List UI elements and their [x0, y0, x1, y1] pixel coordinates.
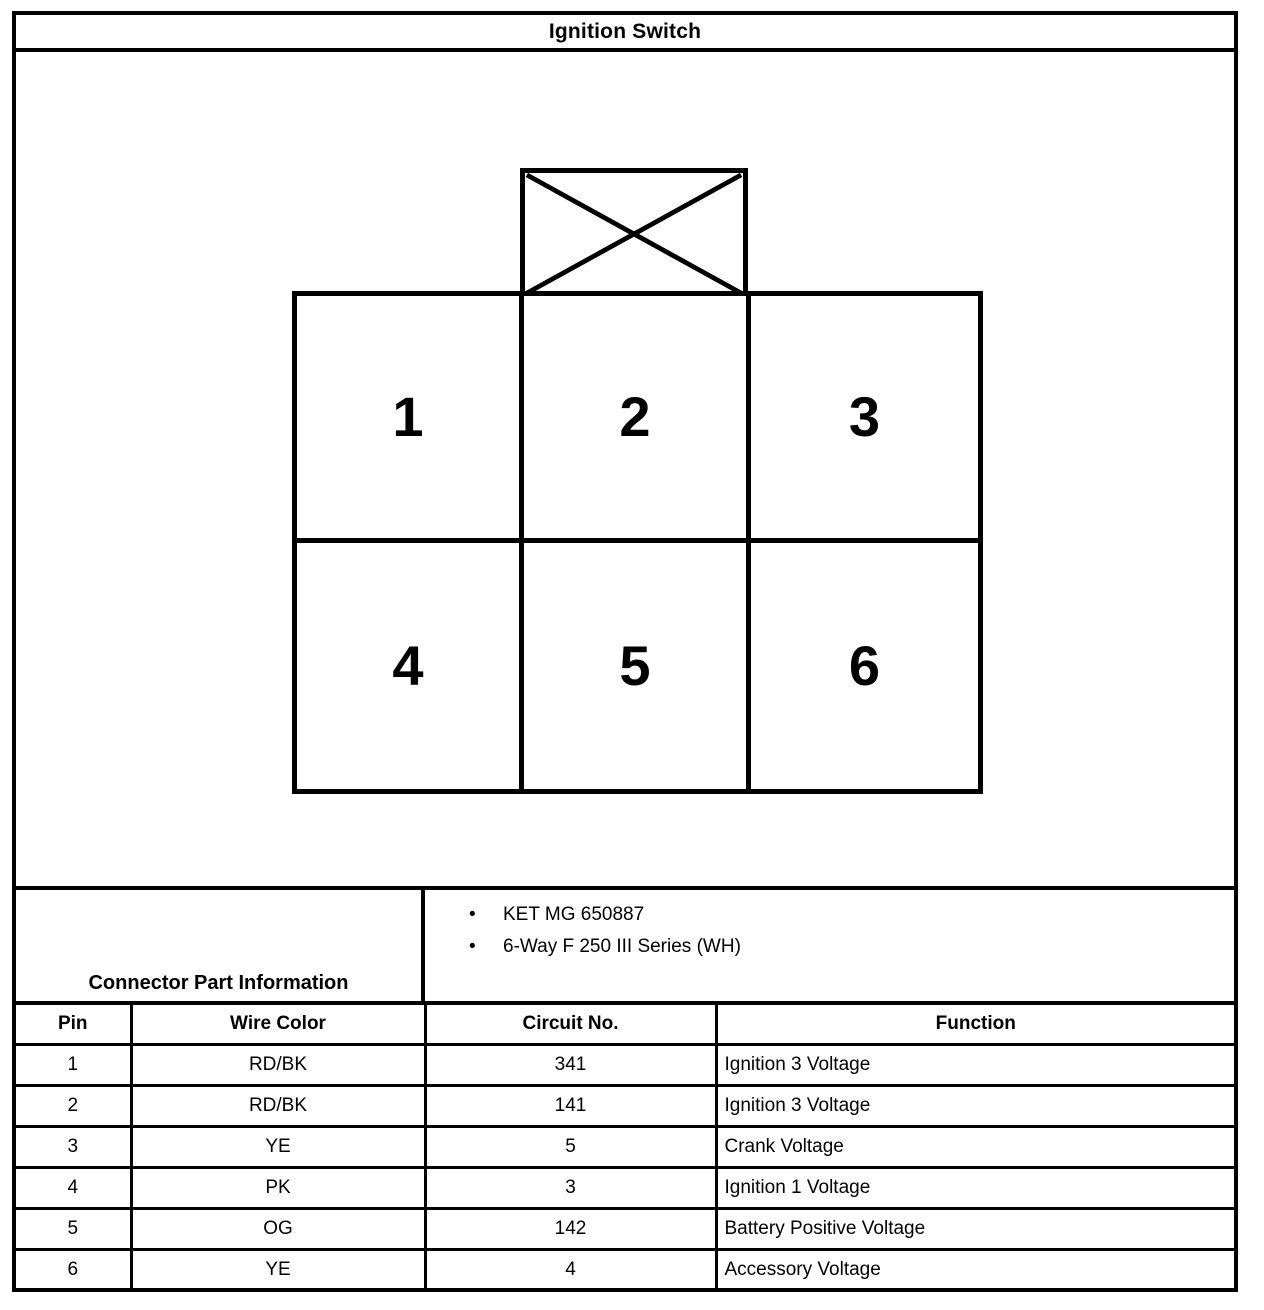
- cavity-5-label: 5: [619, 633, 651, 697]
- title-bar: Ignition Switch: [16, 15, 1234, 52]
- part-info-bullet-item: • KET MG 650887: [469, 904, 1234, 926]
- table-row: 2 RD/BK 141 Ignition 3 Voltage: [16, 1084, 1234, 1128]
- cell-pin: 3: [16, 1125, 133, 1169]
- column-header-function: Function: [716, 1005, 1234, 1046]
- cell-wire-color: OG: [131, 1207, 427, 1251]
- diagram-panel: 1 2 3 4 5 6: [16, 52, 1234, 890]
- table-row: 6 YE 4 Accessory Voltage: [16, 1248, 1234, 1292]
- cell-circuit-no: 4: [425, 1248, 718, 1292]
- cavity-5: 5: [524, 542, 751, 789]
- cell-function: Ignition 3 Voltage: [716, 1043, 1234, 1087]
- cell-wire-color: RD/BK: [131, 1084, 427, 1128]
- table-row: 1 RD/BK 341 Ignition 3 Voltage: [16, 1043, 1234, 1087]
- cell-function: Battery Positive Voltage: [716, 1207, 1234, 1251]
- cell-circuit-no: 3: [425, 1166, 718, 1210]
- cell-circuit-no: 142: [425, 1207, 718, 1251]
- cavity-2: 2: [524, 296, 751, 543]
- table-row: 5 OG 142 Battery Positive Voltage: [16, 1207, 1234, 1251]
- cavity-4: 4: [297, 542, 524, 789]
- connector-part-information-label: Connector Part Information: [88, 972, 349, 994]
- cell-pin: 4: [16, 1166, 133, 1210]
- cavity-6-label: 6: [848, 633, 881, 697]
- cavity-1-label: 1: [392, 384, 424, 448]
- cell-function: Accessory Voltage: [716, 1248, 1234, 1292]
- cell-pin: 5: [16, 1207, 133, 1251]
- column-header-wire-color: Wire Color: [131, 1005, 427, 1046]
- cavity-2-label: 2: [619, 384, 651, 448]
- cell-wire-color: YE: [131, 1125, 427, 1169]
- cell-circuit-no: 5: [425, 1125, 718, 1169]
- column-header-circuit-no: Circuit No.: [425, 1005, 718, 1046]
- connector-keying-tab: [520, 168, 748, 296]
- connector-face-view: 1 2 3 4 5 6: [292, 168, 983, 794]
- cell-circuit-no: 141: [425, 1084, 718, 1128]
- page-title: Ignition Switch: [548, 19, 702, 43]
- table-header-row: Pin Wire Color Circuit No. Function: [16, 1005, 1234, 1046]
- connector-part-information-label-cell: Connector Part Information: [16, 890, 425, 1001]
- cell-wire-color: YE: [131, 1248, 427, 1292]
- part-info-bullet-text: KET MG 650887: [503, 904, 645, 925]
- cell-function: Ignition 3 Voltage: [716, 1084, 1234, 1128]
- cell-function: Ignition 1 Voltage: [716, 1166, 1234, 1210]
- connector-part-information-list: • KET MG 650887 • 6-Way F 250 III Series…: [425, 890, 1234, 1001]
- cell-circuit-no: 341: [425, 1043, 718, 1087]
- pinout-table: Pin Wire Color Circuit No. Function 1 RD…: [16, 1005, 1234, 1292]
- cell-function: Crank Voltage: [716, 1125, 1234, 1169]
- connector-part-information-section: Connector Part Information • KET MG 6508…: [16, 890, 1234, 1005]
- cavity-4-label: 4: [392, 633, 424, 697]
- cell-pin: 6: [16, 1248, 133, 1292]
- cavity-grid: 1 2 3 4 5 6: [292, 291, 983, 794]
- table-row: 4 PK 3 Ignition 1 Voltage: [16, 1166, 1234, 1210]
- bullet-icon: •: [469, 904, 476, 925]
- cavity-3: 3: [751, 296, 978, 543]
- cell-wire-color: PK: [131, 1166, 427, 1210]
- bullet-icon: •: [469, 935, 476, 957]
- part-info-bullet-item: • 6-Way F 250 III Series (WH): [469, 936, 1234, 958]
- cavity-1: 1: [297, 296, 524, 543]
- cell-wire-color: RD/BK: [131, 1043, 427, 1087]
- column-header-pin: Pin: [16, 1005, 133, 1046]
- cavity-3-label: 3: [848, 384, 881, 448]
- table-row: 3 YE 5 Crank Voltage: [16, 1125, 1234, 1169]
- sheet-frame: Ignition Switch 1 2 3 4 5 6: [12, 11, 1238, 1292]
- cavity-6: 6: [751, 543, 978, 790]
- x-cross-icon: [525, 172, 743, 296]
- cell-pin: 1: [16, 1043, 133, 1087]
- part-info-bullet-text: 6-Way F 250 III Series (WH): [503, 935, 741, 957]
- cell-pin: 2: [16, 1084, 133, 1128]
